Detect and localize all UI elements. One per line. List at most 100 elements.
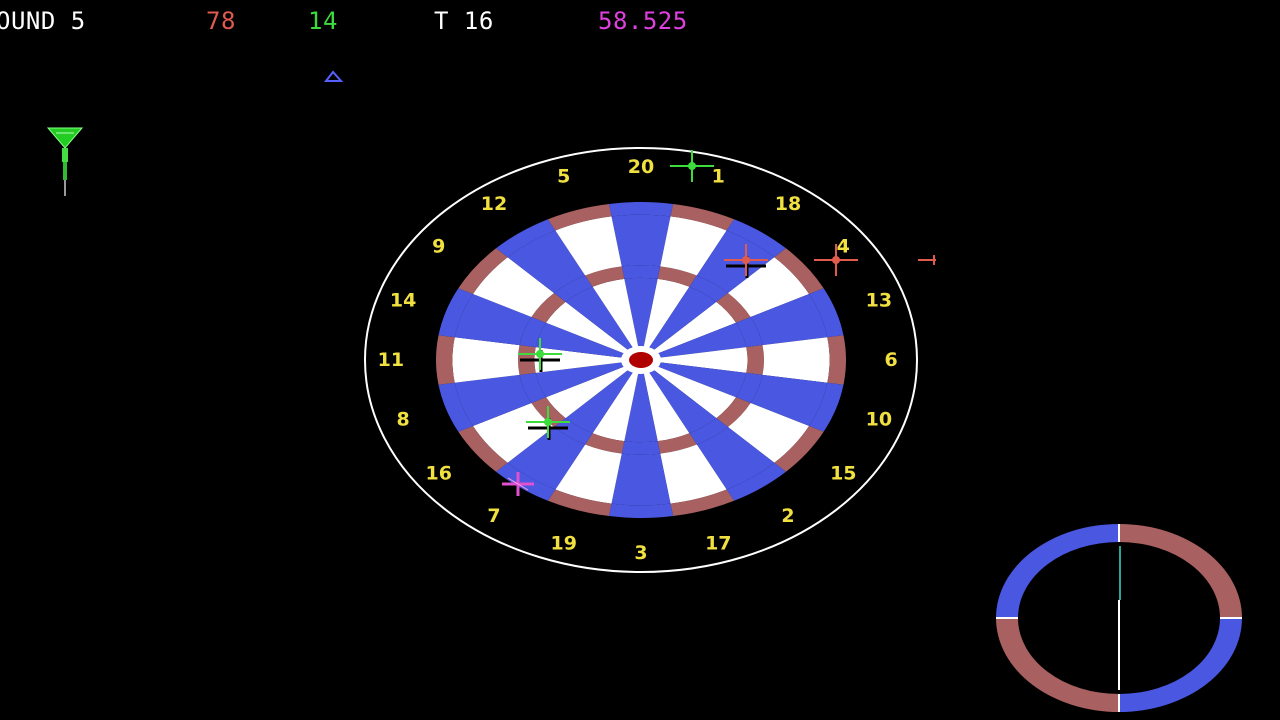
board-segment[interactable] [472,257,555,317]
board-segment[interactable] [535,322,631,359]
board-segment[interactable] [611,453,671,506]
board-segment[interactable] [735,316,763,348]
board-number: 5 [557,166,570,188]
board-segment[interactable] [624,277,658,351]
board-number: 3 [634,542,647,564]
board-segment[interactable] [657,266,697,287]
board-segment[interactable] [735,372,763,404]
board-segment[interactable] [519,372,547,404]
board-number: 7 [487,505,500,527]
board-segment[interactable] [565,286,636,354]
board-segment[interactable] [653,347,748,373]
dart-hit-cross-icon [526,406,570,440]
board-number: 15 [830,462,856,484]
board-segment[interactable] [746,345,764,375]
board-segment[interactable] [519,316,547,348]
board-number: 14 [390,289,416,311]
tilt-gauge-icon [996,524,1242,712]
board-segment[interactable] [624,369,658,443]
board-segment[interactable] [660,444,727,504]
board-segment[interactable] [507,230,586,293]
board-segment[interactable] [716,397,751,428]
board-segment[interactable] [554,275,593,302]
board-segment[interactable] [496,219,556,258]
board-segment[interactable] [660,216,727,276]
board-segment[interactable] [554,418,593,445]
board-segment[interactable] [507,427,586,490]
board-segment[interactable] [565,366,636,434]
board-segment[interactable] [809,382,844,432]
board-segment[interactable] [585,433,625,454]
board-segment[interactable] [657,433,697,454]
board-segment[interactable] [642,278,690,352]
dart-hits [518,150,858,440]
board-segment[interactable] [726,219,786,258]
board-segment[interactable] [649,301,736,356]
dart-hit-cross-icon [670,150,714,182]
board-segment[interactable] [608,503,674,518]
board-segment[interactable] [774,248,824,295]
bullseye[interactable] [621,346,661,374]
round-label: OUND 5 [0,7,86,35]
board-segment[interactable] [458,248,508,295]
board-segment[interactable] [827,335,847,385]
board-segment[interactable] [454,374,532,426]
board-segment[interactable] [696,230,775,293]
board-segment[interactable] [646,366,717,434]
board-segment[interactable] [458,425,508,472]
board-segment[interactable] [531,292,566,323]
board-segment[interactable] [727,257,810,317]
board-segment[interactable] [750,374,828,426]
board-segment[interactable] [621,265,661,279]
board-number: 19 [550,532,576,554]
board-number: 10 [866,409,892,431]
board-segment[interactable] [621,441,661,455]
board-segment[interactable] [670,489,735,517]
board-segment[interactable] [670,203,735,231]
edge-marker-icon [918,255,936,265]
board-segment[interactable] [750,294,828,346]
board-segment[interactable] [774,425,824,472]
board-segment[interactable] [608,202,674,217]
board-segment[interactable] [716,292,751,323]
board-segment[interactable] [809,288,844,338]
board-segment[interactable] [689,275,728,302]
board-segment[interactable] [472,403,555,463]
board-segment[interactable] [651,361,747,398]
board-segment[interactable] [651,322,747,359]
board-segment[interactable] [496,462,556,501]
board-segment[interactable] [649,364,736,419]
board-segment[interactable] [555,216,622,276]
board-segment[interactable] [546,364,633,419]
aim-cursor-icon[interactable] [502,472,534,496]
board-segment[interactable] [592,368,640,442]
board-segment[interactable] [547,203,612,231]
board-segment[interactable] [727,403,810,463]
board-segment[interactable] [438,382,473,432]
board-number: 4 [837,236,850,258]
board-segment[interactable] [535,361,631,398]
dartboard[interactable] [436,202,847,518]
board-segment[interactable] [696,427,775,490]
board-segment[interactable] [726,462,786,501]
board-segment[interactable] [546,301,633,356]
board-segment[interactable] [689,418,728,445]
triangle-marker-icon [323,70,344,82]
board-segment[interactable] [438,288,473,338]
board-segment[interactable] [547,489,612,517]
board-segment[interactable] [611,214,671,267]
board-segment[interactable] [646,286,717,354]
board-segment[interactable] [642,368,690,442]
board-segment[interactable] [762,337,830,383]
board-segment[interactable] [585,266,625,287]
board-number: 16 [425,462,451,484]
board-segment[interactable] [452,337,520,383]
board-segment[interactable] [592,278,640,352]
board-segment[interactable] [454,294,532,346]
board-segment[interactable] [436,335,455,385]
player-green-score: 14 [308,7,338,35]
board-segment[interactable] [555,444,622,504]
